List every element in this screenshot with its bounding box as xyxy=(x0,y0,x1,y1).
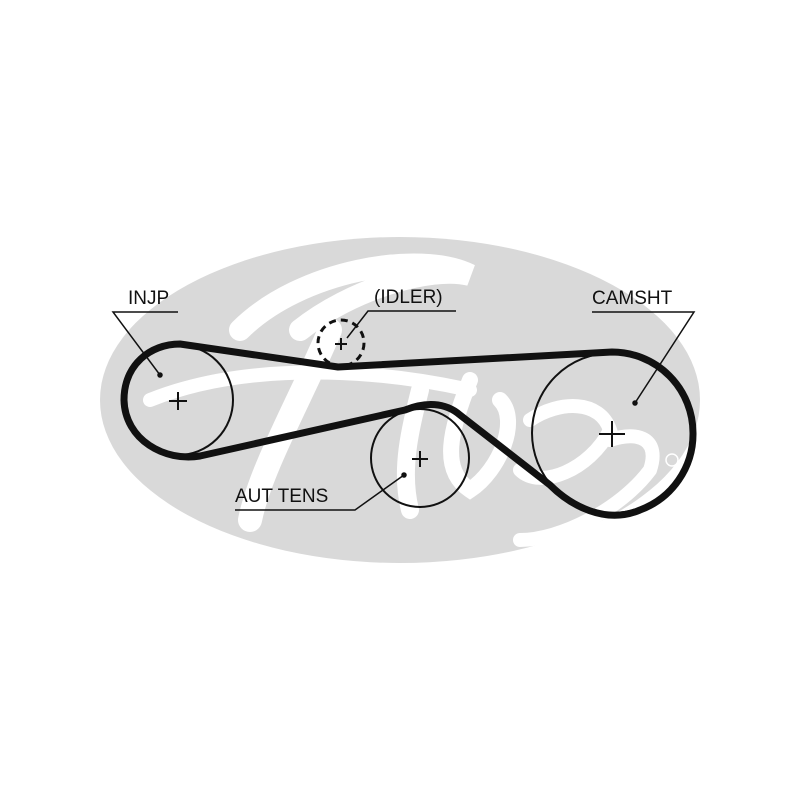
label-injp: INJP xyxy=(128,288,169,309)
label-idler: (IDLER) xyxy=(374,287,443,308)
center-mark-icon xyxy=(335,338,347,350)
center-mark-icon xyxy=(412,451,428,467)
center-mark-icon xyxy=(169,392,187,410)
label-aut-tens: AUT TENS xyxy=(235,486,328,507)
label-camsht: CAMSHT xyxy=(592,288,673,309)
timing-belt xyxy=(120,340,697,519)
center-mark-icon xyxy=(599,421,625,447)
idler-pulley xyxy=(316,318,366,368)
label-leaders xyxy=(111,310,696,511)
